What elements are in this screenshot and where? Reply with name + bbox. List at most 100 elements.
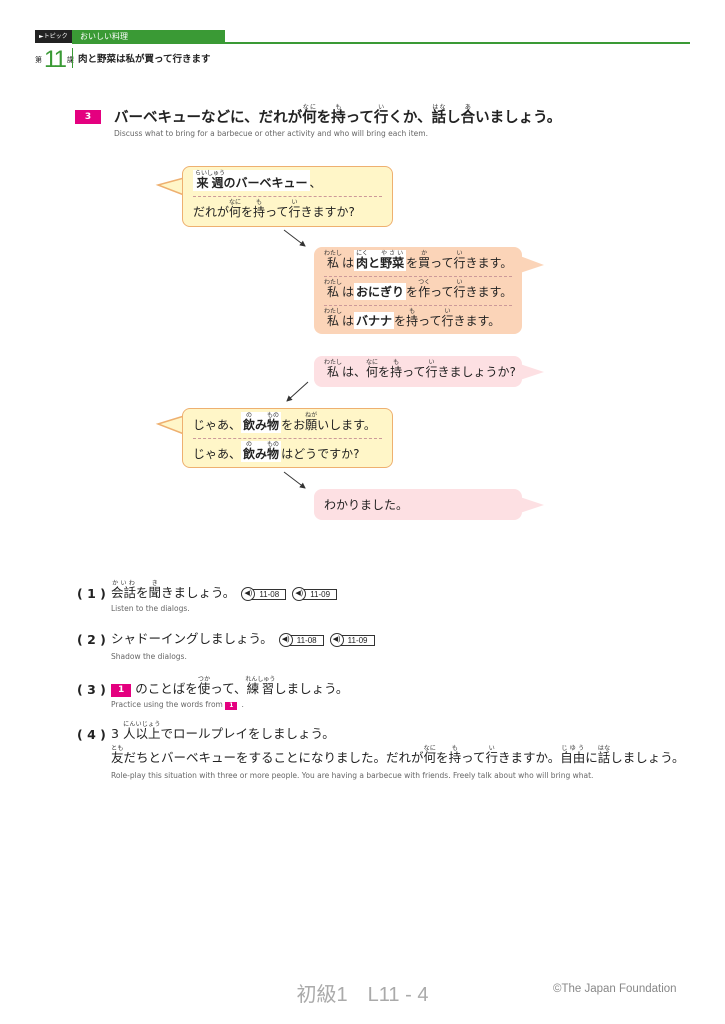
- text: きましょう。: [161, 585, 236, 600]
- text: をお: [281, 418, 306, 432]
- text: きます。: [465, 285, 513, 299]
- speech-bubble-ok: わかりました。: [314, 489, 522, 520]
- task-label: ( 2 ): [77, 632, 106, 647]
- section-english: Discuss what to bring for a barbecue or …: [114, 129, 428, 138]
- text: に: [585, 750, 598, 765]
- text: バナナ: [356, 314, 393, 328]
- speech-bubble-answers: 私わたしは 肉にくと野菜やさい を買かって行いきます。私わたしは おにぎり を作…: [314, 247, 522, 334]
- task-english: Role-play this situation with three or m…: [111, 771, 594, 780]
- topic-label: ►トピック: [35, 30, 72, 43]
- ruby-word: 持も: [406, 308, 419, 328]
- task-text: のことばを使つかって、練習れんしゅうしましょう。: [135, 676, 348, 697]
- text: を: [394, 314, 407, 328]
- audio-button[interactable]: ◀)11-08: [278, 633, 324, 647]
- text: み: [255, 447, 268, 461]
- ruby-word: 行い: [288, 199, 301, 219]
- text: きます。: [453, 314, 501, 328]
- text: って: [345, 110, 374, 126]
- ruby-word: 人以上にんいじょう: [122, 721, 161, 741]
- ruby-word: 私わたし: [324, 308, 343, 328]
- highlighted-word: バナナ: [354, 312, 395, 329]
- audio-button[interactable]: ◀)11-08: [241, 587, 287, 601]
- lesson-divider: [72, 48, 73, 68]
- text: だれが: [193, 205, 230, 219]
- ruby-word: 話はな: [431, 104, 447, 126]
- task-english: Shadow the dialogs.: [111, 652, 187, 661]
- ruby-word: 野菜やさい: [380, 250, 405, 270]
- dialog-line: わかりました。: [324, 489, 512, 518]
- ruby-word: 物もの: [267, 412, 280, 432]
- audio-button[interactable]: ◀)11-09: [329, 633, 375, 647]
- task-label: ( 1 ): [77, 586, 106, 601]
- highlighted-word: 飲のみ物もの: [241, 441, 282, 462]
- dialog-line: 私わたしは おにぎり を作つくって行いきます。: [324, 276, 512, 305]
- text: じゃあ、: [193, 447, 242, 461]
- text: って: [430, 285, 454, 299]
- ruby-word: 行い: [425, 359, 438, 379]
- text: くか、: [388, 110, 432, 126]
- ruby-word: 何なに: [423, 745, 437, 765]
- text: いましょう。: [475, 110, 562, 126]
- ruby-word: 行い: [485, 745, 498, 765]
- text: だちとバーベキューをすることになりました。だれが: [123, 750, 424, 765]
- task-text: 会話かいわを聞ききましょう。: [111, 580, 235, 601]
- lesson-title: 肉と野菜は私が買って行きます: [78, 54, 211, 65]
- bubble-tail-3: [520, 364, 544, 380]
- ruby-word: 飲の: [243, 441, 256, 461]
- text: って、: [210, 681, 247, 696]
- text: し: [446, 110, 461, 126]
- dialog-line: じゃあ、 飲のみ物もの はどうですか?: [193, 438, 382, 467]
- ruby-word: 買か: [418, 250, 431, 270]
- text: って: [430, 256, 454, 270]
- text: と: [368, 256, 381, 270]
- text: おにぎり: [356, 285, 405, 299]
- lesson-pre: 第: [35, 56, 42, 64]
- arrow-1: [283, 229, 306, 247]
- ruby-word: 会話かいわ: [111, 580, 137, 600]
- text: きましょうか?: [437, 365, 516, 379]
- text: って: [461, 750, 486, 765]
- text: きます。: [465, 256, 513, 270]
- ruby-word: 物もの: [267, 441, 280, 461]
- dialog-line: 私わたしは バナナ を持もって行いきます。: [324, 305, 512, 334]
- dialog-line: だれが何なにを持もって行いきますか?: [193, 196, 382, 225]
- text: のことばを: [135, 681, 198, 696]
- speaker-icon: ◀): [241, 587, 256, 601]
- audio-code: 11-08: [288, 634, 324, 646]
- ruby-word: 持も: [331, 104, 346, 126]
- ruby-word: 持も: [448, 745, 462, 765]
- audio-code: 11-08: [251, 588, 287, 600]
- highlighted-word: 来週らいしゅうのバーベキュー: [193, 170, 310, 191]
- lesson-num: 11: [44, 46, 67, 73]
- speaker-icon: ◀): [292, 587, 307, 601]
- text: きますか?: [300, 205, 355, 219]
- task-item: ( 2 )シャドーイングしましょう。◀)11-08◀)11-09: [77, 628, 375, 647]
- ruby-word: 行い: [453, 279, 466, 299]
- ruby-word: 肉にく: [356, 250, 369, 270]
- task-label: ( 3 ): [77, 682, 106, 697]
- task-english: Practice using the words from 1.: [111, 700, 244, 710]
- text: いします。: [317, 418, 376, 432]
- ruby-word: 行い: [453, 250, 466, 270]
- section-ref-box: 1: [225, 702, 238, 710]
- dialog-line: 私わたしは 肉にくと野菜やさい を買かって行いきます。: [324, 247, 512, 276]
- text: はどうですか?: [281, 447, 360, 461]
- text: って: [418, 314, 442, 328]
- text: って: [402, 365, 426, 379]
- ruby-word: 持も: [253, 199, 266, 219]
- ruby-word: 自由じゆう: [560, 745, 586, 765]
- topic-tab: おいしい料理: [72, 30, 225, 43]
- section-number: 3: [75, 110, 101, 124]
- audio-button[interactable]: ◀)11-09: [292, 587, 338, 601]
- speech-bubble-request: じゃあ、 飲のみ物もの をお願ねがいします。じゃあ、 飲のみ物もの はどうですか…: [182, 408, 393, 468]
- ruby-word: 願ねが: [305, 412, 318, 432]
- text: 、: [309, 176, 322, 190]
- header-divider: [72, 42, 690, 44]
- ruby-word: 私わたし: [324, 279, 343, 299]
- highlighted-word: 肉にくと野菜やさい: [354, 250, 407, 271]
- task-english: Listen to the dialogs.: [111, 604, 190, 613]
- copyright: ©The Japan Foundation: [553, 983, 677, 995]
- task-item: ( 1 )会話かいわを聞ききましょう。◀)11-08◀)11-09: [77, 580, 338, 601]
